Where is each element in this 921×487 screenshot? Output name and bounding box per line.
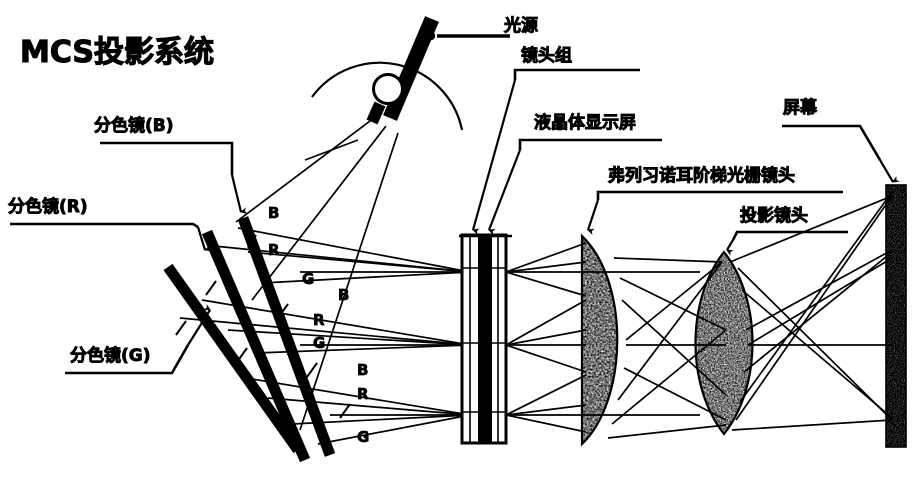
ray-bundle-lcd-to-fresnel bbox=[505, 242, 587, 433]
leader-dichroic-r bbox=[10, 222, 212, 252]
label-fresnel-lens: 弗列习诺耳阶梯光栅镜头 bbox=[608, 166, 796, 186]
light-source-assembly bbox=[311, 16, 464, 131]
ray-label-b: B bbox=[357, 361, 369, 379]
ray-label-g: G bbox=[313, 334, 326, 352]
lcd-panel[interactable] bbox=[460, 233, 508, 445]
ray-label-g: G bbox=[357, 428, 370, 446]
leader-dichroic-b bbox=[100, 141, 248, 214]
leader-lcd-panel bbox=[487, 138, 662, 236]
projection-screen[interactable] bbox=[885, 184, 907, 448]
label-dichroic-r: 分色镜(R) bbox=[8, 197, 89, 217]
leader-lens-group bbox=[459, 68, 640, 238]
leader-fresnel-lens bbox=[586, 190, 843, 235]
leader-screen bbox=[782, 124, 900, 183]
reflector-arc bbox=[311, 61, 464, 131]
label-dichroic-g: 分色镜(G) bbox=[70, 346, 151, 366]
projection-lens[interactable] bbox=[694, 250, 754, 436]
dichroic-mirror-r[interactable] bbox=[201, 229, 311, 463]
leader-dichroic-g bbox=[65, 304, 211, 375]
leader-projection-lens bbox=[726, 230, 848, 256]
dichroic-mirror-b[interactable] bbox=[237, 216, 336, 457]
ray-label-r: R bbox=[268, 241, 280, 259]
label-lens-group: 镜头组 bbox=[521, 46, 573, 66]
lamp-bar bbox=[383, 16, 439, 121]
page-title: MCS投影系统 bbox=[19, 35, 215, 70]
ray-bundle-mirrors-to-lcd bbox=[179, 227, 471, 445]
pointer-dot bbox=[426, 31, 436, 41]
light-source-leader bbox=[426, 31, 510, 41]
label-dichroic-b: 分色镜(B) bbox=[94, 116, 174, 136]
ray-label-b: B bbox=[338, 286, 350, 304]
label-projection-lens: 投影镜头 bbox=[740, 206, 809, 226]
ray-bundle-projlens-to-screen bbox=[729, 191, 893, 431]
lamp-bulb bbox=[372, 73, 404, 105]
dichroic-mirror-g[interactable] bbox=[163, 263, 303, 454]
label-lcd-panel: 液晶体显示屏 bbox=[534, 113, 637, 133]
illumination-beam bbox=[235, 117, 399, 431]
ray-label-r: R bbox=[357, 385, 369, 403]
ray-label-g: G bbox=[302, 270, 315, 288]
label-light-source: 光源 bbox=[504, 16, 539, 36]
ray-label-b: B bbox=[268, 204, 280, 222]
label-screen: 屏幕 bbox=[783, 98, 818, 118]
dichroic-mirror-group bbox=[163, 216, 336, 463]
fresnel-lens[interactable] bbox=[580, 233, 619, 447]
ray-label-r: R bbox=[313, 311, 325, 329]
